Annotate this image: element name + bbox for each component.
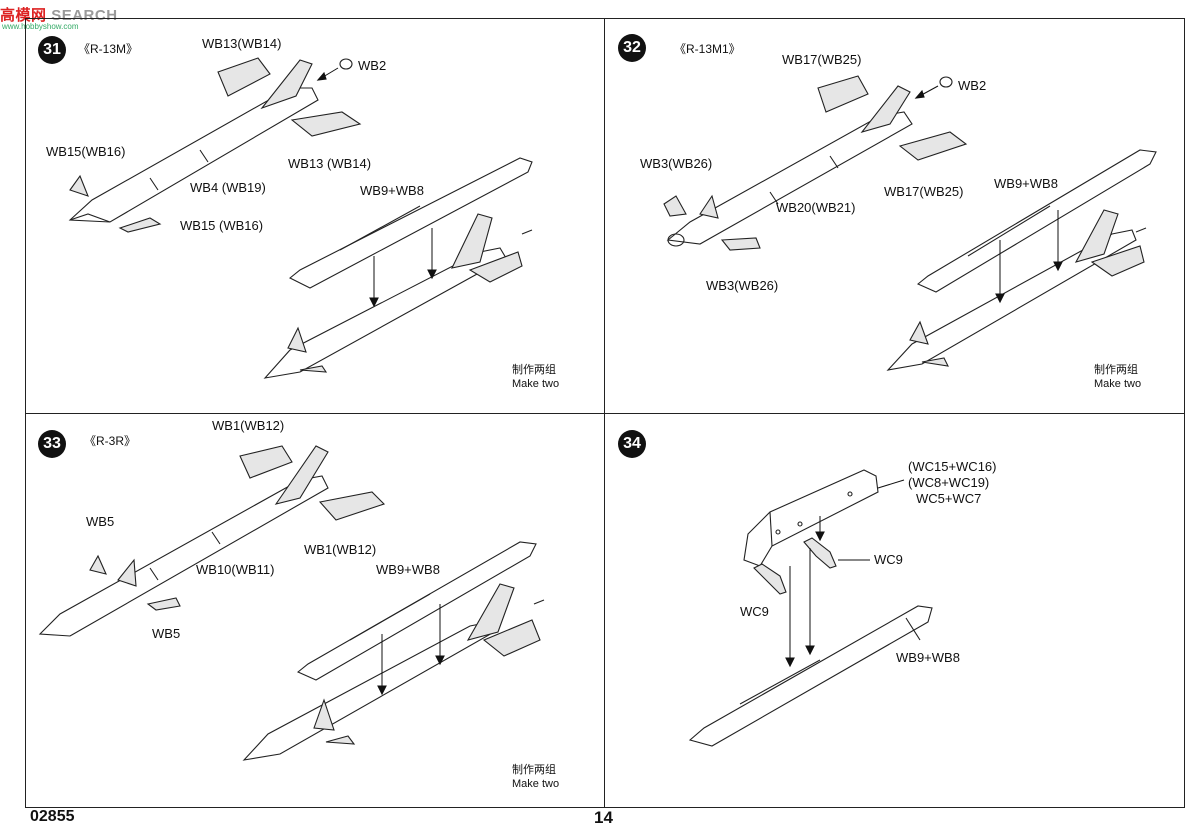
step-31-label-wb13-lower: WB13 (WB14) <box>288 156 372 171</box>
r3r-canard-wb5-upper <box>89 554 107 575</box>
panel-divider-horizontal <box>25 413 1185 414</box>
step-32-note-cn: 制作两组 <box>1094 364 1138 376</box>
step-32-label-wb17-top: WB17(WB25) <box>782 52 862 67</box>
r3r-assembled-tail-fin <box>466 583 515 641</box>
pylon-body <box>743 469 879 567</box>
wb9-wb8-launch-rail-34 <box>688 605 933 747</box>
step-33-label-wb5-top: WB5 <box>86 514 115 529</box>
step-31-note-cn: 制作两组 <box>512 364 556 376</box>
step-33-label-wb1-lower: WB1(WB12) <box>304 542 377 557</box>
step-33-label-wb10: WB10(WB11) <box>196 562 275 577</box>
r13m1-tail-fin-upper <box>860 85 911 133</box>
step-34-label-wc9-left: WC9 <box>740 604 769 619</box>
step-32-label-wb17-lower: WB17(WB25) <box>884 184 964 199</box>
step-32-missile-drawing <box>663 75 1157 371</box>
r13m1-missile-body <box>666 111 913 245</box>
step-33-model-name: 《R-3R》 <box>84 434 137 448</box>
r3r-missile-body <box>38 475 329 637</box>
r13m-canard-upper <box>69 174 89 197</box>
step-31-note: 制作两组 Make two <box>512 363 559 391</box>
step-31-number-badge: 31 <box>38 36 66 64</box>
product-code: 02855 <box>30 808 75 825</box>
wb9-wb8-launch-rail <box>288 157 533 289</box>
r13m-fin-part-wb13-lower <box>290 111 362 137</box>
r3r-fin-part-wb1-lower <box>318 491 386 521</box>
step-32-label-wb2: WB2 <box>958 78 987 93</box>
wb2-washer-32 <box>939 76 953 88</box>
step-32-model-name: 《R-13M1》 <box>674 42 741 56</box>
step-32-label-wb3-lower: WB3(WB26) <box>706 278 779 293</box>
step-32-note: 制作两组 Make two <box>1094 363 1141 391</box>
step-33-label-wb1-top: WB1(WB12) <box>212 418 285 433</box>
r13m1-canard-wb3-upper <box>663 195 687 217</box>
r13m1-missile-assembled <box>886 229 1137 371</box>
step-31-label-wb13-top: WB13(WB14) <box>202 36 282 51</box>
step-32-note-en: Make two <box>1094 378 1142 390</box>
r13m1-canard-wb3-lower <box>720 237 761 251</box>
page-number: 14 <box>594 808 613 827</box>
watermark-brand-prefix: 高 <box>0 7 16 24</box>
wc9-bracket-left <box>753 563 787 595</box>
watermark-url: www.hobbyshow.com <box>2 22 79 31</box>
step-32-label-wb3-left: WB3(WB26) <box>640 156 713 171</box>
r13m-fin-part-wb13 <box>217 57 271 97</box>
step-34-label-wc15-wc16: (WC15+WC16) <box>908 459 997 474</box>
r13m-canard-lower <box>118 217 162 233</box>
wb9-wb8-launch-rail-33 <box>296 541 537 681</box>
r13m-assembled-tail-fin <box>451 213 493 269</box>
step-31-missile-drawing <box>68 57 533 379</box>
step-33-note: 制作两组 Make two <box>512 763 559 791</box>
watermark-search: SEARCH <box>51 7 118 24</box>
step-31-label-wb2: WB2 <box>358 58 387 73</box>
step-33-number-badge: 33 <box>38 430 66 458</box>
wb2-washer <box>339 58 353 70</box>
step-34-label-wc5-wc7: WC5+WC7 <box>916 491 982 506</box>
step-33-label-wb5-lower: WB5 <box>152 626 181 641</box>
step-34-label-wc9-right: WC9 <box>874 552 903 567</box>
r13m1-fin-part-wb17-lower <box>898 131 968 161</box>
step-32-label-wb20: WB20(WB21) <box>776 200 856 215</box>
step-32-number-badge: 32 <box>618 34 646 62</box>
step-34-number-badge: 34 <box>618 430 646 458</box>
step-31-label-wb15-lower: WB15 (WB16) <box>180 218 264 233</box>
watermark-brand-rest: 模网 <box>15 7 47 24</box>
r3r-canard-wb5-lower <box>146 597 181 611</box>
step-34-label-wc8-wc19: (WC8+WC19) <box>908 475 990 490</box>
step-31-model-name: 《R-13M》 <box>78 42 139 56</box>
r13m-tail-fin-upper <box>260 59 313 110</box>
step-33-note-cn: 制作两组 <box>512 764 556 776</box>
r3r-tail-fin-upper <box>274 445 329 505</box>
step-32-label-wb9-wb8: WB9+WB8 <box>994 176 1058 191</box>
step-31-note-en: Make two <box>512 378 560 390</box>
r3r-fin-part-wb1 <box>239 445 293 479</box>
wc9-bracket-right <box>803 537 837 569</box>
r13m-missile-assembled <box>263 247 507 379</box>
wb9-wb8-launch-rail-32 <box>916 149 1157 293</box>
step-34-label-wb9-wb8: WB9+WB8 <box>896 650 960 665</box>
step-31-label-wb4: WB4 (WB19) <box>190 180 266 195</box>
step-31-label-wb15-left: WB15(WB16) <box>46 144 126 159</box>
r13m1-assembled-tail-fin <box>1074 209 1119 263</box>
step-33-missile-drawing <box>38 445 545 761</box>
step-33-note-en: Make two <box>512 778 560 790</box>
step-31-label-wb9-wb8: WB9+WB8 <box>360 183 424 198</box>
r13m1-fin-part-wb17 <box>817 75 869 113</box>
watermark-logo: 高模网 SEARCH <box>0 4 118 25</box>
step-33-label-wb9-wb8: WB9+WB8 <box>376 562 440 577</box>
